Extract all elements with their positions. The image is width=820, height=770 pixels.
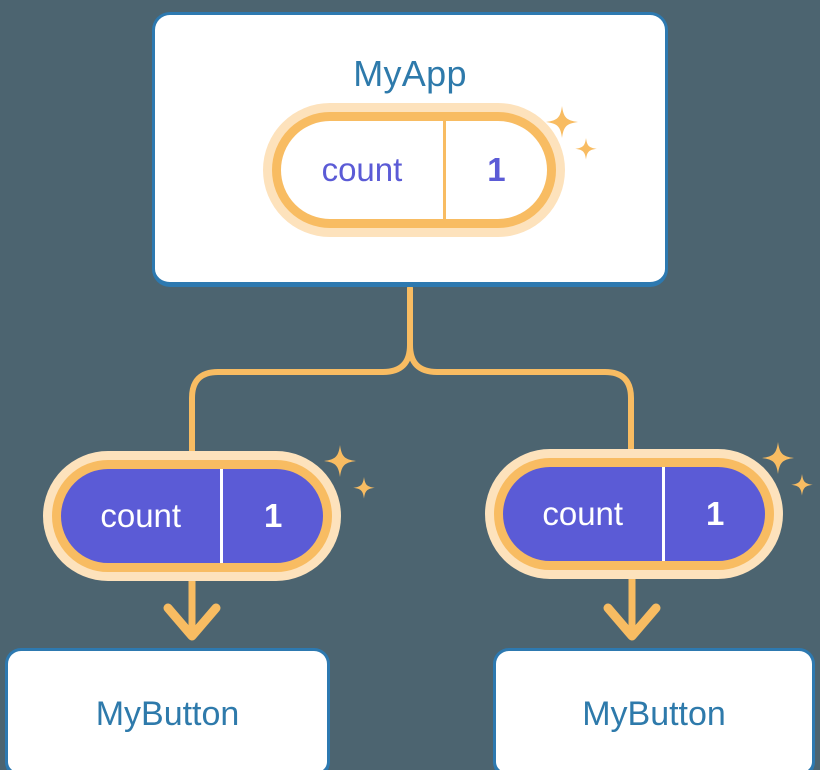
sparkle-small: [353, 477, 375, 499]
component-card-label: MyButton: [582, 695, 726, 733]
arrow-down-icon-right: [603, 578, 661, 641]
page-title: MyApp: [353, 53, 467, 94]
component-card-mybutton-left[interactable]: MyButton: [5, 648, 330, 770]
state-pill-value: 1: [706, 495, 725, 532]
state-pill-key: count: [61, 469, 224, 563]
state-pill-key: count: [281, 121, 446, 219]
state-pill-root[interactable]: count 1: [272, 112, 556, 228]
state-pill-value: 1: [264, 497, 283, 534]
state-pill-key: count: [503, 467, 666, 561]
component-card-label: MyButton: [95, 695, 240, 733]
branch-connector: [189, 285, 634, 456]
state-pill-value: 1: [487, 151, 506, 188]
sparkle-large: [324, 445, 356, 477]
state-pill-child-left[interactable]: count 1: [52, 460, 332, 572]
sparkle-large: [762, 442, 794, 474]
sparkle-small: [791, 474, 813, 496]
arrow-down-icon-left: [163, 578, 221, 641]
component-card-mybutton-right[interactable]: MyButton: [493, 648, 815, 770]
state-pill-child-right[interactable]: count 1: [494, 458, 774, 570]
